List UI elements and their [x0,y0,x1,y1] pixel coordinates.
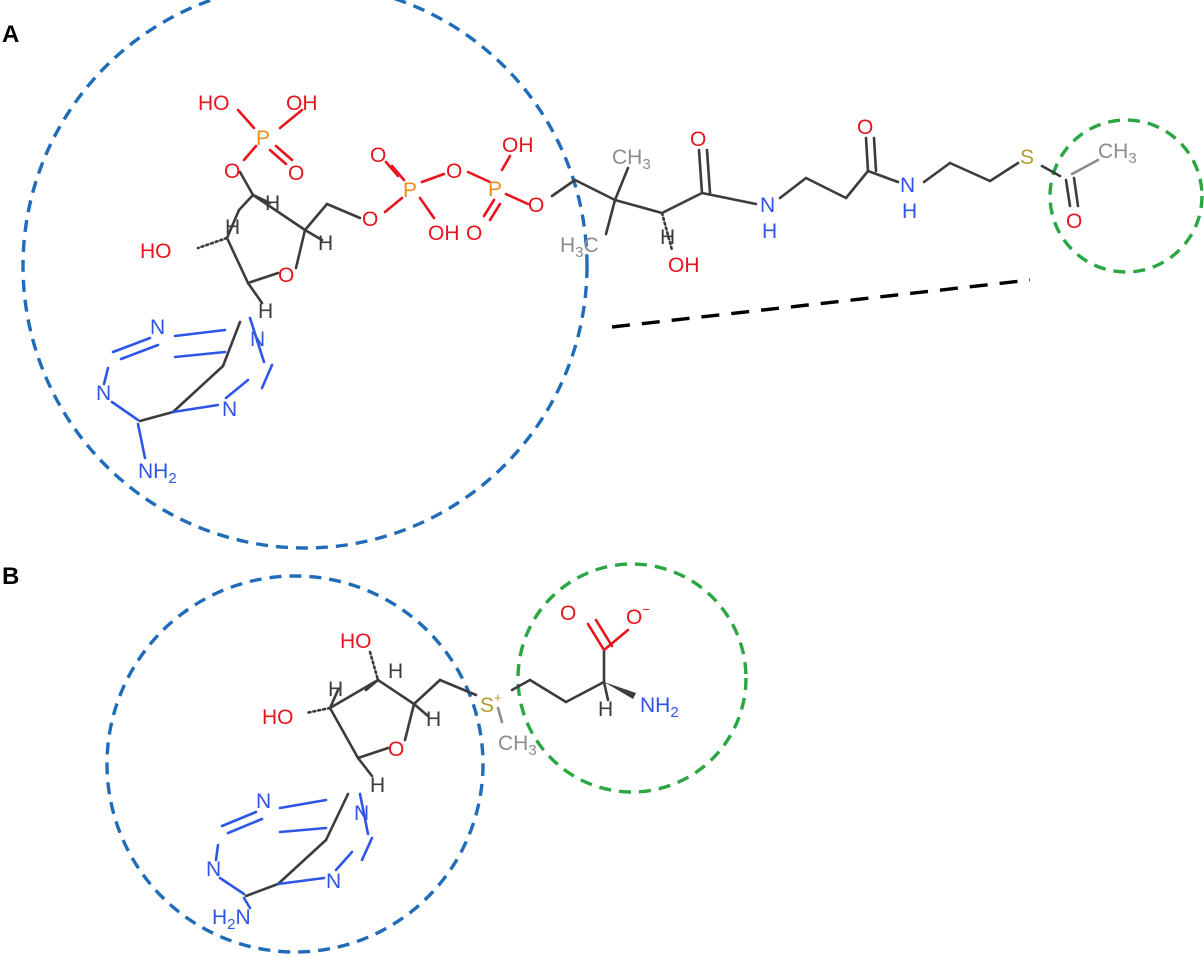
atom-oh-phos-2: OH [286,92,318,115]
amino-acid-highlight-circle [516,562,748,794]
atom-o-amide1: O [690,128,706,151]
panel-a: A [2,0,1204,550]
atom-oh-pantoate: OH [668,254,700,277]
bonds-a [102,108,1100,460]
atom-n-amide2: N [900,174,915,197]
atom-o-carboxyl-double: O [560,602,576,625]
atom-n3-b: N [206,858,221,881]
atom-s-thioester: S [1020,146,1034,169]
atom-h2n-b: H2N [212,906,251,933]
adenosine-highlight-circle-b [105,574,485,954]
nucleotide-highlight-circle-a [21,0,589,550]
atom-ho-c3-b: HO [340,630,372,653]
atom-s-plus: S+ [480,690,502,717]
atom-o-ring-b: O [388,738,404,761]
atoms-b: HO H H HO O H H S+ CH3 O O− H NH2 N N N … [206,602,679,933]
atom-n1-a: N [150,316,165,339]
panel-label-a: A [2,21,19,48]
atom-h-c1: H [258,300,273,323]
atom-h-c1-b: H [370,774,385,797]
atom-ch3-s: CH3 [498,732,537,759]
atom-o-carboxyl-minus: O− [626,602,650,629]
atom-o-amide2: O [857,116,873,139]
atom-h-c2-b: H [328,678,343,701]
atom-n7-b: N [326,870,341,893]
bonds-b [214,618,636,910]
atom-o-3prime-double: O [288,162,304,185]
atom-o-acetyl: O [1066,210,1082,233]
atom-o-bridge: O [446,160,462,183]
wedge-bond-amine [604,682,636,699]
atom-oh-beta: OH [502,134,534,157]
atom-oh-phos-1: HO [198,92,230,115]
atom-h-c4-b: H [426,708,441,731]
atom-nh2-a: NH2 [138,460,177,487]
atom-h-c2: H [225,216,240,239]
panel-label-b: B [2,563,19,590]
atom-ho-c2: HO [140,240,172,263]
atom-n1-b: N [256,790,271,813]
atom-ho-c2-b: HO [262,706,294,729]
atom-ch3-acetyl: CH3 [1098,140,1137,167]
atom-nh2-alpha: NH2 [640,694,679,721]
atom-o-beta-link: O [528,194,544,217]
atom-p-3prime: P [256,127,270,150]
atom-n9-b: N [354,802,369,825]
atom-h3c-bottom: H3C [560,234,599,261]
atom-h-amide2: H [902,200,917,223]
atom-h-c4: H [318,232,333,255]
atom-h-alpha: H [598,698,613,721]
atom-n3-a: N [96,382,111,405]
acetyl-highlight-circle [1048,118,1204,274]
connector-dashed-line [611,278,1031,329]
atom-o-ring: O [278,264,294,287]
atom-o-alpha-double: O [370,144,386,167]
atom-o-3prime-link: O [224,160,240,183]
atom-o-beta-double: O [466,222,482,245]
atom-p-beta: P [488,178,502,201]
atom-h-c3: H [265,192,280,215]
atom-o-5prime: O [362,208,378,231]
atom-n7-a: N [222,398,237,421]
atom-p-alpha: P [403,179,417,202]
panel-b: B [2,562,748,954]
atom-n9-a: N [250,328,265,351]
atom-oh-alpha: OH [428,222,460,245]
atom-ch3-top: CH3 [612,146,651,173]
atom-h-c3-b: H [388,660,403,683]
atom-n-amide1: N [760,194,775,217]
atoms-a: HO OH P O O H H HO O H H O P O OH O P OH… [96,92,1137,487]
atom-h-pantoate: H [660,226,675,249]
atom-h-amide1: H [762,220,777,243]
